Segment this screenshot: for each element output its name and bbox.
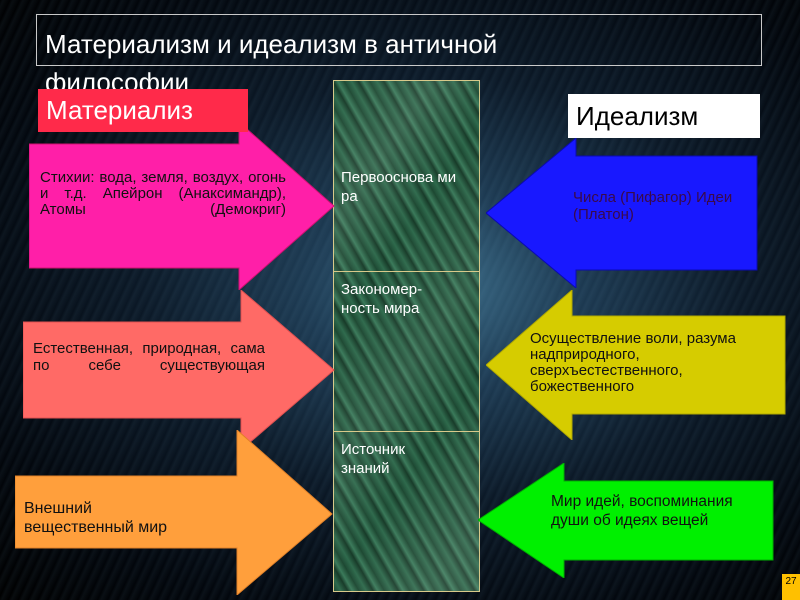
center-cell-regularity: Закономер-ность мира <box>333 272 480 432</box>
slide-title: Материализм и идеализм в античной филосо… <box>45 25 497 101</box>
arrow-material-law <box>23 290 335 450</box>
arrow-material-knowledge <box>15 430 333 595</box>
arrow-text: Стихии: вода, земля, воздух, огонь и т.д… <box>40 169 286 218</box>
idealism-label: Идеализм <box>568 94 760 138</box>
center-cell-label: Первооснова мира <box>341 169 457 205</box>
arrow-ideal-law <box>486 290 786 440</box>
arrow-ideal-knowledge <box>478 463 774 578</box>
arrow-text: Естественная, природная, сама по себе су… <box>33 340 265 374</box>
center-cell-origin: Первооснова мира <box>333 160 480 272</box>
title-frame: Материализм и идеализм в античной филосо… <box>36 14 762 97</box>
arrow-material-substance <box>29 122 335 290</box>
arrow-text-body: Естественная, природная, сама по себе су… <box>33 340 265 374</box>
center-cell-label: Закономер-ность мира <box>341 281 423 317</box>
arrow-text: Осуществление воли, разума надприродного… <box>530 330 736 395</box>
center-column <box>333 80 480 592</box>
page-number: 27 <box>782 574 800 600</box>
arrow-text: Внешний вещественный мир <box>24 500 168 536</box>
arrow-ideal-substance <box>486 138 758 288</box>
title-line-1: Материализм и идеализм в античной <box>45 29 498 59</box>
center-cell-knowledge: Источник знаний <box>333 432 480 592</box>
center-cell-label: Источник знаний <box>341 441 406 477</box>
arrow-text: Мир идей, воспоминания души об идеях вещ… <box>551 493 733 529</box>
arrow-text: Числа (Пифагор) Идеи (Платон) <box>573 189 733 223</box>
materialism-label: Материализ <box>38 89 248 132</box>
